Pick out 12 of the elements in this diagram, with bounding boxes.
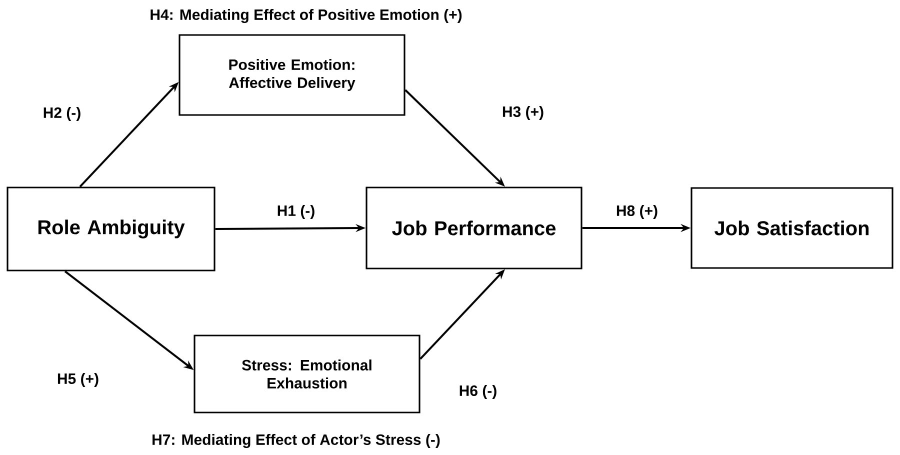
edge-label: H1 (-) [276, 204, 316, 220]
hypothesis-label: H7: Mediating Effect of Actor’s Stress (-) [152, 434, 440, 448]
process-box: Job Satisfaction [690, 187, 894, 269]
process-box: Role Ambiguity [6, 186, 216, 272]
process-box: Positive Emotion: Affective Delivery [178, 34, 406, 116]
edge-label: H3 (+) [500, 105, 546, 121]
edge-label: H6 (-) [458, 384, 498, 400]
process-box: Stress: Emotional Exhaustion [194, 334, 420, 414]
edge-label: H8 (+) [614, 204, 660, 220]
process-box: Job Performance [366, 186, 582, 270]
edge-label: H2 (-) [42, 106, 82, 122]
edge-label: H5 (+) [56, 372, 100, 388]
